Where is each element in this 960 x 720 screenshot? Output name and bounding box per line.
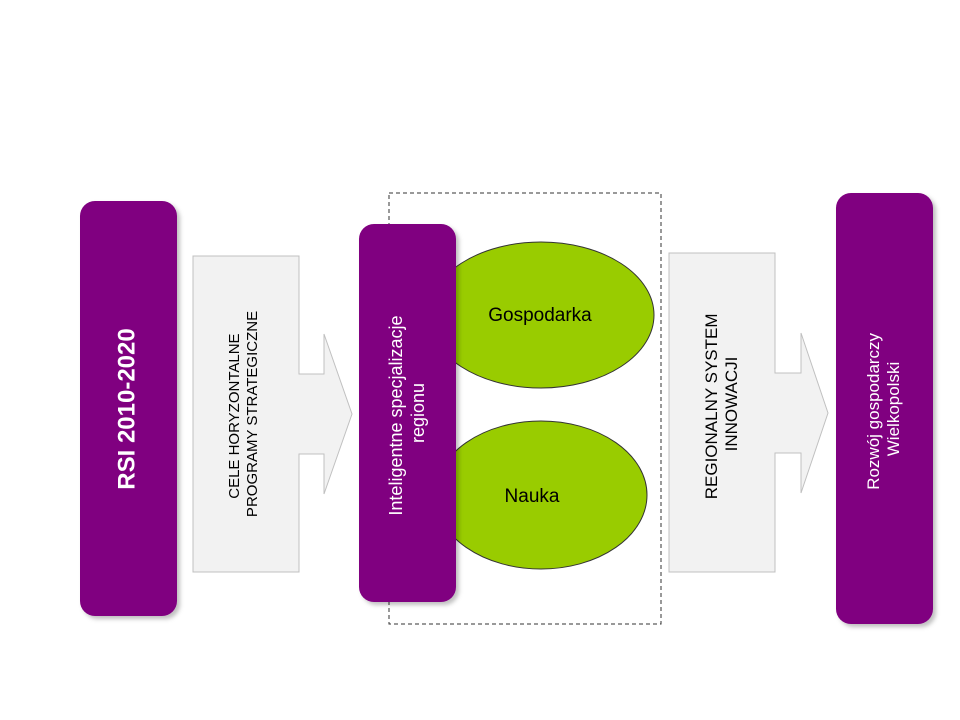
science-ellipse: Nauka (434, 420, 648, 570)
innovation-system-label: REGIONALNY SYSTEM INNOWACJI (702, 309, 741, 500)
innovation-system-arrow: REGIONALNY SYSTEM INNOWACJI (668, 252, 829, 573)
economy-ellipse: Gospodarka (427, 241, 655, 389)
smart-specialisation-label: Inteligentne specjalizacje regionu (386, 310, 428, 515)
horizontal-goals-line-1: CELE HORYZONTALNE (226, 333, 243, 498)
economic-development-box: Rozwój gospodarczy Wielkopolski (836, 193, 933, 624)
smart-specialisation-box: Inteligentne specjalizacje regionu (359, 224, 456, 602)
horizontal-goals-line-2: PROGRAMY STRATEGICZNE (244, 311, 261, 517)
rsi-box: RSI 2010-2020 (80, 201, 177, 616)
horizontal-goals-label: CELE HORYZONTALNE PROGRAMY STRATEGICZNE (226, 311, 261, 517)
rsi-box-label: RSI 2010-2020 (113, 328, 140, 489)
innovation-system-line-1: REGIONALNY SYSTEM (702, 313, 721, 499)
horizontal-goals-arrow: CELE HORYZONTALNE PROGRAMY STRATEGICZNE (192, 255, 353, 573)
science-label: Nauka (505, 486, 560, 507)
smart-specialisation-line-1: Inteligentne specjalizacje (386, 315, 406, 515)
economic-development-line-2: Wielkopolski (884, 362, 903, 456)
smart-specialisation-line-2: regionu (408, 383, 428, 443)
economic-development-line-1: Rozwój gospodarczy (864, 332, 883, 489)
economy-label: Gospodarka (488, 305, 592, 326)
economic-development-label: Rozwój gospodarczy Wielkopolski (864, 328, 903, 490)
innovation-system-line-2: INNOWACJI (722, 357, 741, 452)
